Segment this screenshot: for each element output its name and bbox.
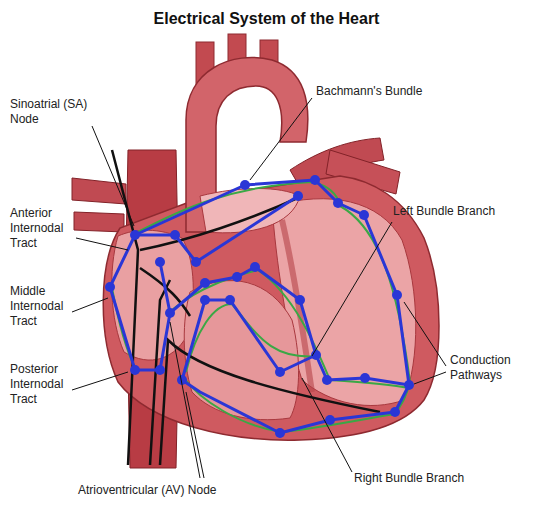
part-label: Middle Internodal Tract — [10, 284, 76, 329]
part-label: Conduction Pathways — [450, 353, 526, 383]
part-label: Anterior Internodal Tract — [10, 206, 76, 251]
part-label: Right Bundle Branch — [354, 471, 464, 486]
part-label: Sinoatrial (SA) Node — [10, 97, 100, 127]
part-label: Atrioventricular (AV) Node — [78, 483, 217, 498]
part-label: Bachmann's Bundle — [316, 84, 422, 99]
part-label: Posterior Internodal Tract — [10, 362, 76, 407]
diagram-title: Electrical System of the Heart — [0, 10, 533, 28]
part-label: Left Bundle Branch — [393, 204, 495, 219]
